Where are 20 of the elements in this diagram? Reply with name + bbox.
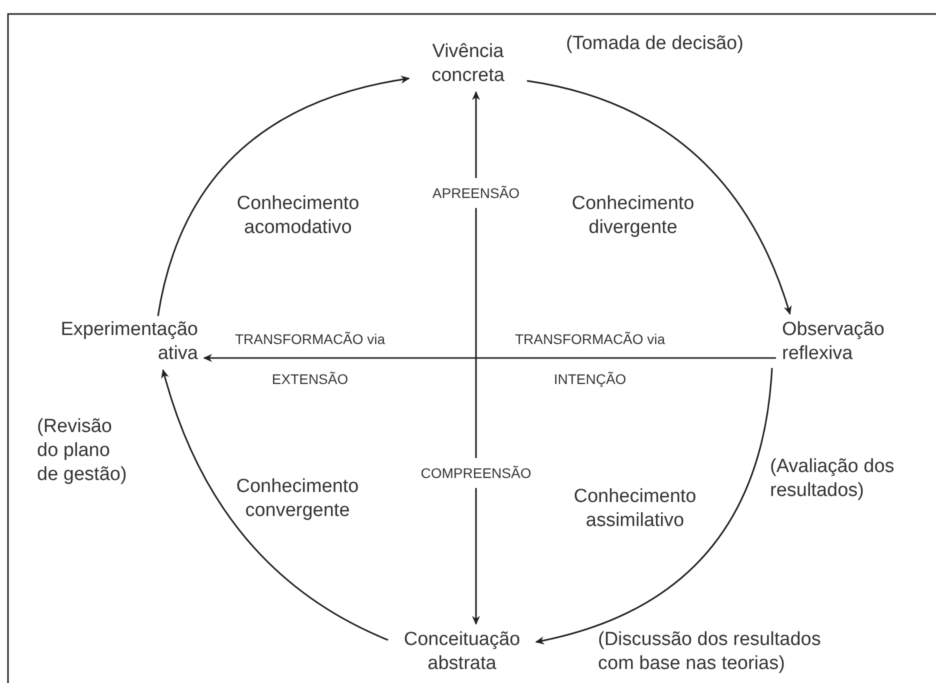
arrow <box>161 369 388 641</box>
annotation-text: (Tomada de decisão) <box>566 32 744 56</box>
annotation-text: (Discussão dos resultados com base nas teorias) <box>598 628 822 676</box>
arrow <box>472 91 480 625</box>
axis-label: COMPREENSÃO <box>418 458 534 488</box>
quadrant-label: Conhecimento divergente <box>570 192 696 240</box>
arrow <box>526 80 792 315</box>
node-label: Experimentação ativa <box>60 318 198 366</box>
quadrant-label: Conhecimento convergente <box>235 475 360 523</box>
annotation-text: (Avaliação dos resultados) <box>770 455 896 503</box>
arrow <box>535 368 773 644</box>
quadrant-label: Conhecimento assimilativo <box>572 485 698 533</box>
arrow <box>157 76 410 316</box>
node-label: Conceituação abstrata <box>402 628 522 676</box>
annotation-text: (Revisão do plano de gestão) <box>37 415 128 487</box>
node-label: Observação reflexiva <box>782 318 886 366</box>
quadrant-label: Conhecimento acomodativo <box>236 192 360 240</box>
axis-label: APREENSÃO <box>430 178 522 208</box>
arrow <box>203 354 776 362</box>
node-label: Vivência concreta <box>430 40 506 88</box>
